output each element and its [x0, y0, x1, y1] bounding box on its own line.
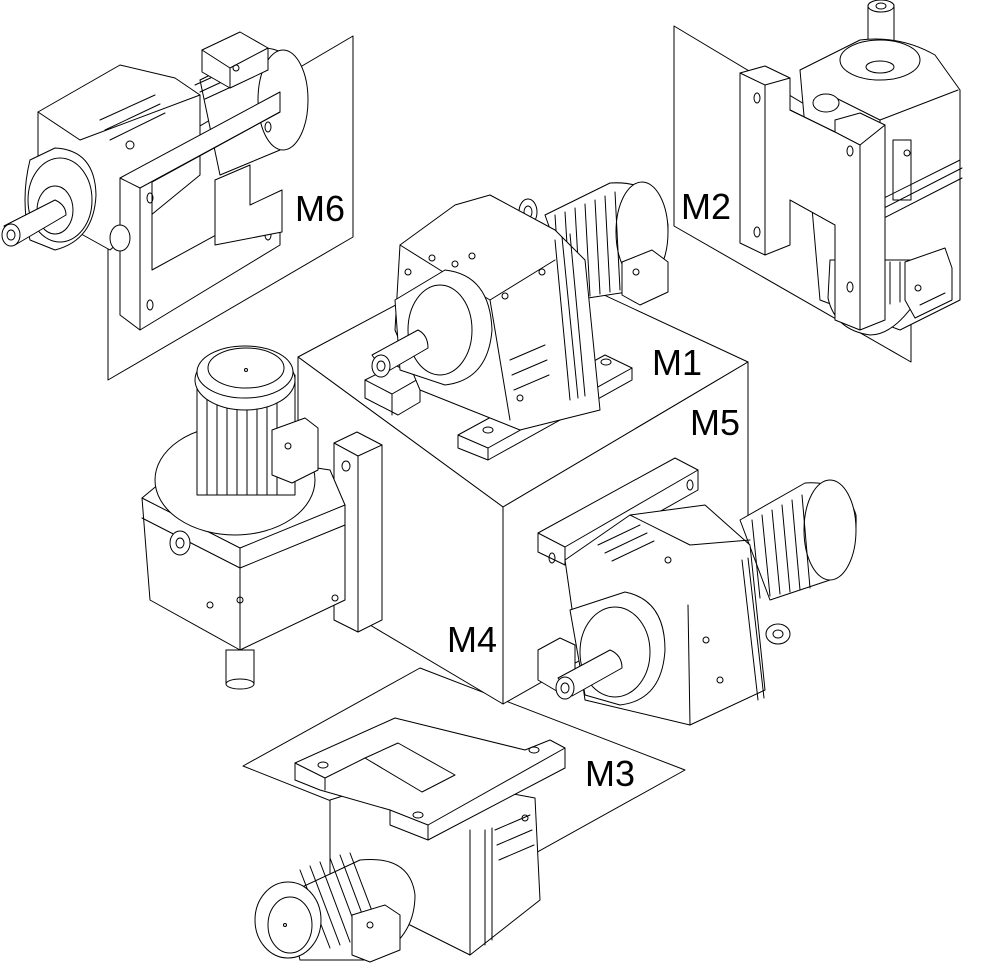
position-label-m3: M3 — [585, 753, 636, 794]
gearmotor-m6 — [2, 32, 308, 330]
gearmotor-m1 — [365, 182, 668, 460]
position-label-m4: M4 — [447, 619, 498, 660]
position-label-m2: M2 — [681, 186, 732, 227]
gearmotor-m4 — [142, 346, 382, 689]
position-label-m1: M1 — [652, 342, 703, 383]
position-label-m6: M6 — [295, 188, 346, 229]
gearmotor-m5 — [538, 458, 856, 725]
gearmotor-m3 — [255, 718, 565, 962]
position-label-m5: M5 — [690, 402, 741, 443]
gearmotor-m2 — [740, 0, 962, 335]
